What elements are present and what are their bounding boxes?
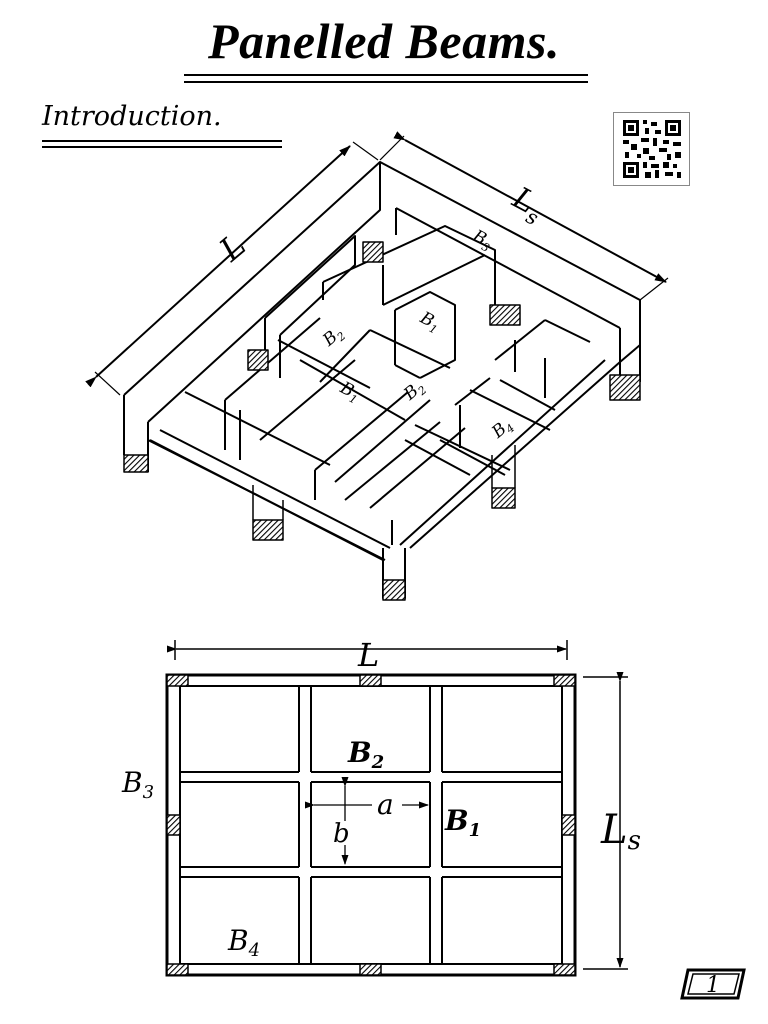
plan-columns [166, 674, 576, 976]
iso-label-b4: B4 [487, 415, 517, 445]
iso-label-b1-a: B1 [415, 308, 443, 337]
plan-label-b3: B3 [121, 766, 154, 803]
isometric-view [85, 131, 669, 601]
plan-beams [180, 686, 562, 964]
iso-short-dimension [379, 131, 669, 301]
iso-length-dimension [85, 141, 379, 396]
iso-front-corner [149, 439, 406, 599]
section-underline [42, 140, 282, 142]
title-underline [184, 74, 588, 76]
plan-short-dimension [583, 672, 628, 970]
title-underline-2 [184, 81, 588, 83]
plan-label-b2: B2 [347, 736, 384, 773]
iso-interior-beams [184, 225, 591, 545]
iso-columns [123, 241, 641, 601]
iso-label-b2-a: B2 [318, 323, 348, 353]
plan-label-b: b [333, 819, 350, 849]
iso-label-b3: B3 [467, 226, 495, 255]
plan-view [165, 640, 628, 977]
page-number-badge: 1 [680, 968, 746, 1000]
iso-short-label: Ls [504, 180, 550, 230]
iso-length-label: L [211, 226, 252, 269]
page-title: Panelled Beams. [208, 13, 560, 69]
page-number: 1 [706, 973, 720, 998]
plan-length-dimension [167, 640, 568, 660]
plan-length-label: L [357, 636, 379, 674]
plan-label-b4: B4 [227, 924, 260, 961]
section-heading: Introduction. [42, 101, 222, 132]
plan-panel-dimensions [305, 777, 429, 865]
iso-label-b2-b: B2 [399, 377, 429, 407]
plan-label-a: a [377, 788, 394, 821]
plan-label-b1: B1 [444, 804, 481, 841]
plan-short-label: Ls [600, 807, 641, 856]
